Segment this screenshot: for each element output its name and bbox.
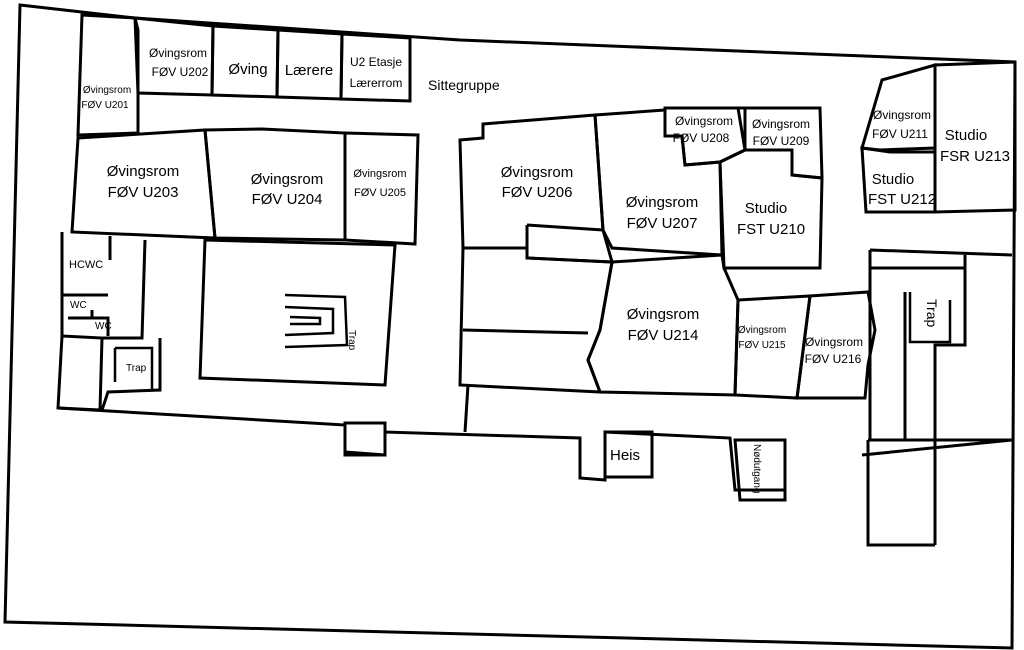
label-u202-1: Øvingsrom: [149, 46, 207, 60]
column-small: [343, 421, 387, 457]
label-trap-center: Trap: [346, 330, 357, 351]
label-u211-1: Øvingsrom: [873, 108, 931, 122]
internal-walls-mid: [462, 223, 604, 433]
label-sittegruppe: Sittegruppe: [428, 77, 500, 93]
label-u212-2: FST U212: [868, 191, 936, 208]
room-u216[interactable]: [795, 290, 877, 400]
label-u206-1: Øvingsrom: [501, 164, 574, 181]
label-u216-1: Øvingsrom: [805, 335, 863, 349]
building-outline: [3, 3, 1017, 650]
room-u213[interactable]: [933, 60, 1017, 214]
label-u205-1: Øvingsrom: [353, 168, 406, 180]
label-nodutgang: Nødutgang: [751, 444, 762, 493]
label-u2-1: U2 Etasje: [350, 55, 402, 69]
label-u214-2: FØV U214: [628, 327, 699, 344]
stair-center-lines: [284, 293, 349, 349]
label-u2-2: Lærerrom: [350, 76, 403, 90]
stair-right-lines: [908, 292, 952, 344]
room-u205[interactable]: [343, 131, 420, 246]
label-heis: Heis: [610, 447, 640, 464]
label-u203-2: FØV U203: [108, 184, 179, 201]
label-u214-1: Øvingsrom: [627, 306, 700, 323]
label-u209-1: Øvingsrom: [752, 117, 810, 131]
label-u206-2: FØV U206: [502, 184, 573, 201]
room-u210[interactable]: [718, 148, 824, 270]
room-block-lower-left: [458, 246, 614, 394]
label-trap-right: Trap: [924, 299, 940, 327]
label-u207-1: Øvingsrom: [626, 194, 699, 211]
label-u207-2: FØV U207: [627, 215, 698, 232]
label-u208-1: Øvingsrom: [675, 114, 733, 128]
label-wc-2: WC: [95, 321, 112, 332]
label-u208-2: FØV U208: [673, 131, 730, 145]
corridor-wall: [57, 406, 785, 492]
room-u2-laererrom[interactable]: [339, 32, 412, 103]
stair-hall-center: [198, 238, 397, 387]
label-u211-2: FØV U211: [872, 127, 928, 141]
label-u204-1: Øvingsrom: [251, 171, 324, 188]
label-u213-2: FSR U213: [940, 148, 1010, 165]
label-trap-left: Trap: [126, 363, 147, 374]
label-u216-2: FØV U216: [805, 352, 862, 366]
stair-left-lines: [113, 346, 154, 390]
label-u201-1: Øvingsrom: [83, 85, 131, 96]
label-u210-1: Studio: [745, 200, 788, 217]
label-u210-2: FST U210: [737, 221, 805, 238]
label-wc-1: WC: [70, 300, 87, 311]
wc-block: [56, 232, 104, 412]
room-heis[interactable]: [603, 430, 654, 479]
label-u202-2: FØV U202: [152, 65, 209, 79]
room-u201[interactable]: [76, 13, 140, 137]
label-u215-1: Øvingsrom: [738, 325, 786, 336]
wc-partitions: [62, 236, 162, 411]
label-u201-2: FØV U201: [81, 100, 129, 111]
label-u215-2: FØV U215: [738, 340, 786, 351]
label-hcwc: HCWC: [69, 259, 103, 271]
room-nodutgang[interactable]: [733, 438, 787, 502]
label-u213-1: Studio: [945, 127, 988, 144]
label-u209-2: FØV U209: [753, 134, 810, 148]
label-laerere: Lærere: [285, 62, 333, 79]
label-u212-1: Studio: [872, 171, 915, 188]
label-oving: Øving: [228, 61, 267, 78]
room-u208[interactable]: [663, 106, 747, 167]
label-u205-2: FØV U205: [354, 187, 406, 199]
label-u204-2: FØV U204: [252, 191, 323, 208]
right-wing-walls: [861, 248, 1013, 547]
label-u203-1: Øvingsrom: [107, 163, 180, 180]
